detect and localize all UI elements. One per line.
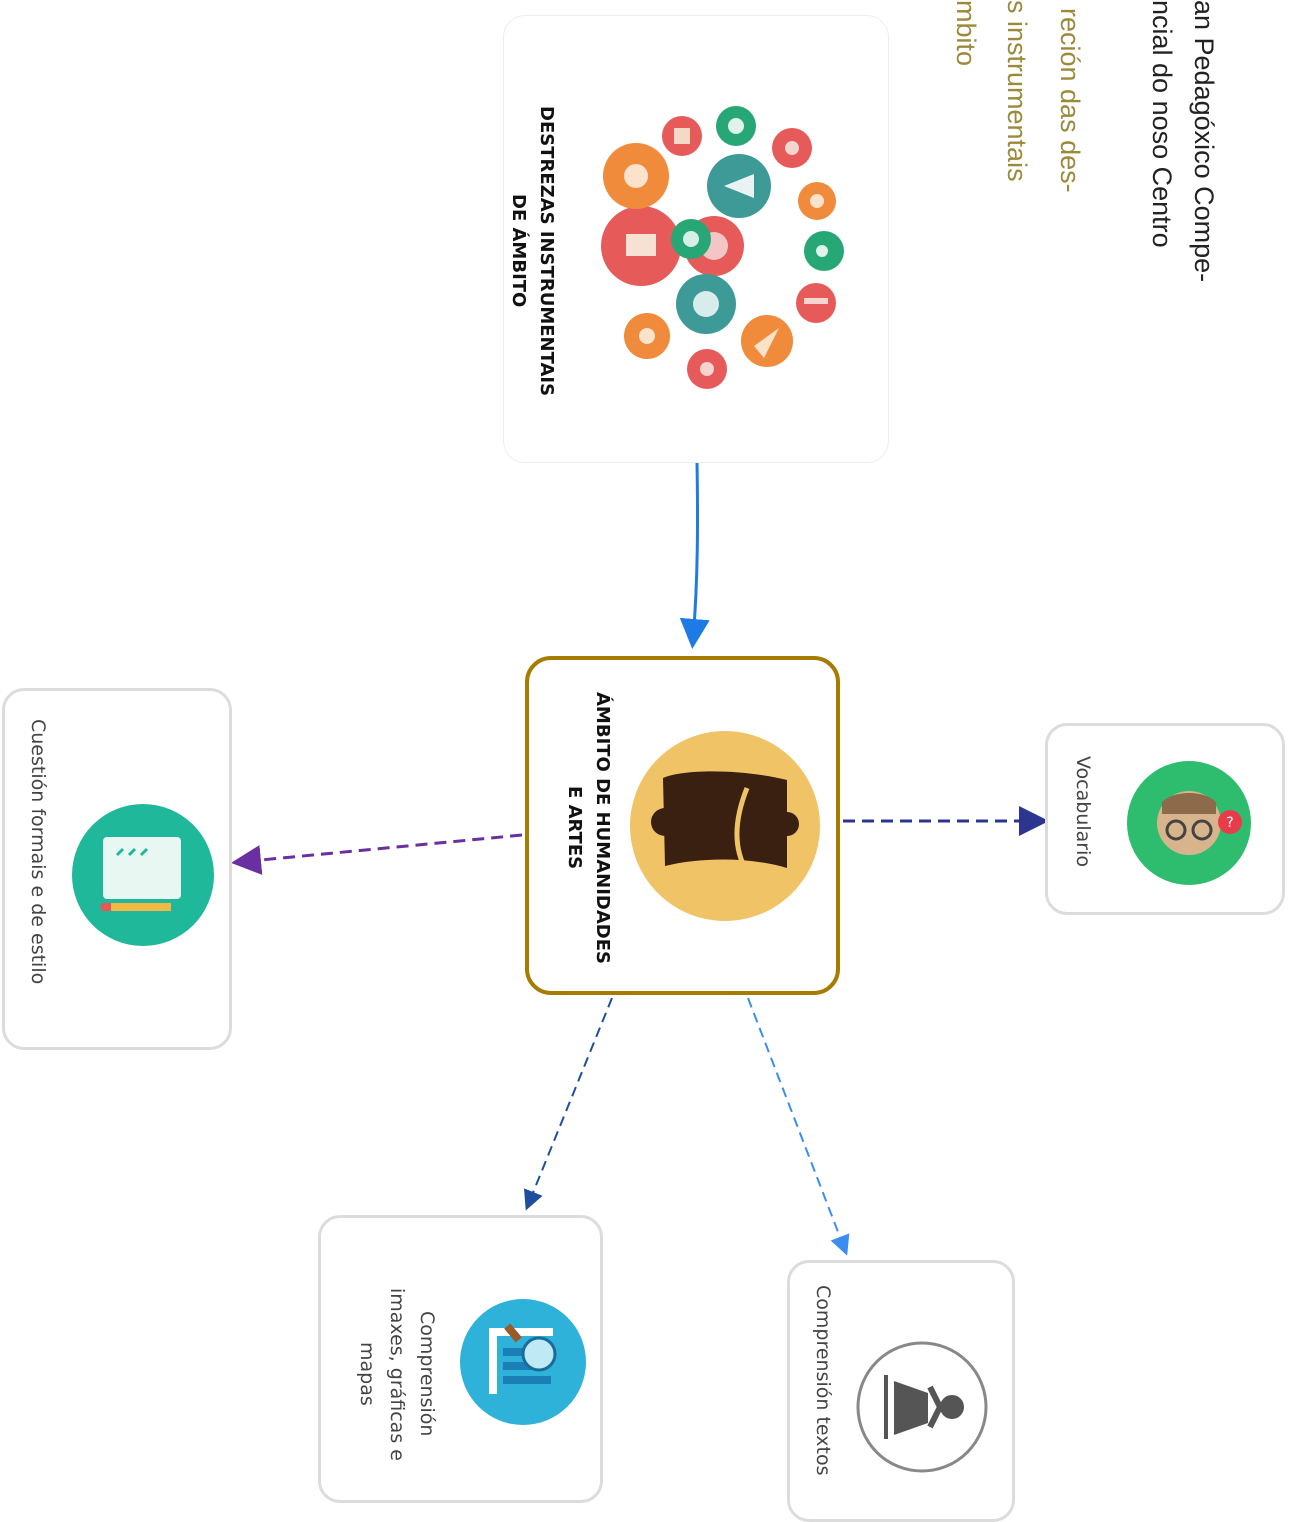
node-destrezas[interactable]: DESTREZAS INSTRUMENTAIS DE ÁMBITO bbox=[503, 15, 889, 463]
svg-text:?: ? bbox=[1226, 815, 1233, 831]
intro-line-1: an Pedagóxico Compe- bbox=[1189, 0, 1219, 283]
node-vocabulario-label: Vocabulario bbox=[1072, 756, 1094, 867]
intro-line-3: reción das des- bbox=[1055, 8, 1085, 193]
node-textos-label: Comprensión textos bbox=[812, 1285, 834, 1476]
node-imaxes-label-line3: mapas bbox=[356, 1342, 378, 1406]
subject-icons-cluster-icon bbox=[601, 106, 844, 389]
link-center-to-cuestions bbox=[231, 833, 523, 875]
node-vocabulario[interactable]: Vocabulario ? bbox=[1045, 723, 1285, 915]
node-cuestions-label: Cuestión formais e de estilo bbox=[27, 719, 49, 985]
node-ambito-title-line1: ÁMBITO DE HUMANIDADES bbox=[592, 692, 613, 964]
node-textos[interactable]: Comprensión textos bbox=[787, 1260, 1015, 1522]
node-imaxes[interactable]: Comprensión imaxes, gráficas e mapas bbox=[318, 1215, 603, 1503]
node-destrezas-title-line2: DE ÁMBITO bbox=[508, 194, 529, 308]
node-destrezas-title: DESTREZAS INSTRUMENTAIS DE ÁMBITO bbox=[504, 91, 560, 411]
link-center-to-textos bbox=[747, 997, 850, 1256]
link-top-to-center bbox=[679, 461, 710, 649]
node-ambito-title-line2: E ARTES bbox=[564, 786, 585, 870]
node-ambito-humanidades[interactable]: ÁMBITO DE HUMANIDADES E ARTES bbox=[525, 656, 840, 995]
reading-person-icon bbox=[856, 1341, 988, 1473]
node-imaxes-label-line2: imaxes, gráficas e bbox=[386, 1287, 408, 1461]
intro-line-4: s instrumentais bbox=[1002, 0, 1032, 182]
node-destrezas-title-line1: DESTREZAS INSTRUMENTAIS bbox=[536, 105, 557, 397]
node-cuestions[interactable]: Cuestión formais e de estilo bbox=[2, 688, 232, 1050]
chart-magnifier-icon bbox=[460, 1299, 586, 1425]
node-imaxes-label: Comprensión imaxes, gráficas e mapas bbox=[352, 1254, 442, 1494]
person-question-icon: ? bbox=[1127, 761, 1251, 885]
link-center-to-imaxes bbox=[523, 997, 613, 1211]
node-ambito-title: ÁMBITO DE HUMANIDADES E ARTES bbox=[560, 678, 616, 978]
scroll-quill-icon bbox=[630, 731, 820, 921]
intro-line-2: ncial do noso Centro bbox=[1147, 0, 1177, 248]
document-pencil-icon bbox=[72, 804, 214, 946]
node-imaxes-label-line1: Comprensión bbox=[416, 1311, 438, 1437]
intro-line-5: mbito bbox=[951, 0, 981, 67]
